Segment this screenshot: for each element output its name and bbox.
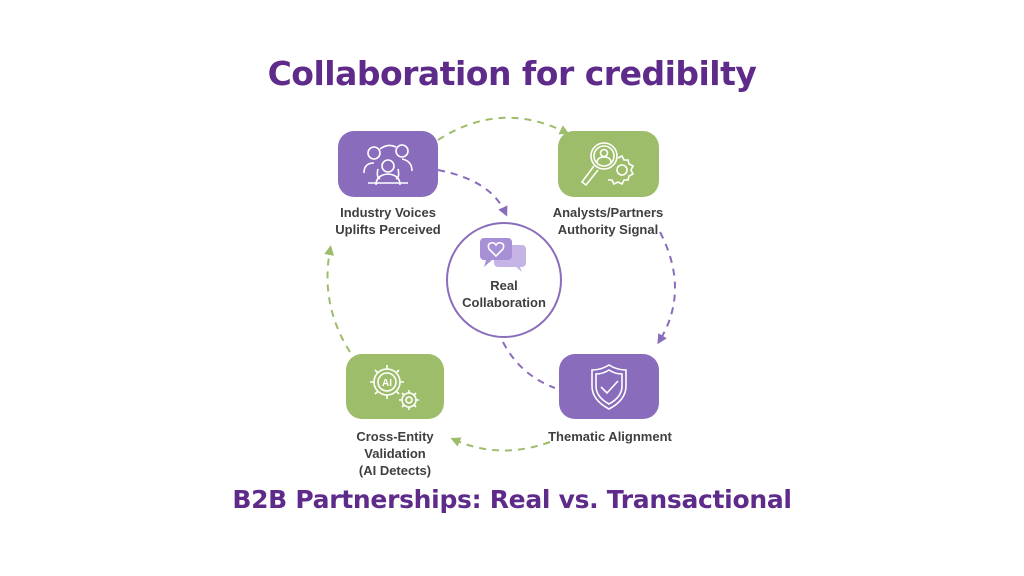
svg-text:AI: AI [382, 378, 392, 389]
analysts-partners-label: Analysts/Partners Authority Signal [552, 205, 664, 237]
search-person-gear-icon [580, 142, 634, 187]
ai-gears-icon: AI [370, 364, 419, 410]
real-collaboration-label: Real Collaboration [462, 278, 546, 310]
diagram-title: Collaboration for credibilty [267, 54, 757, 93]
thematic-alignment-tile [559, 354, 659, 419]
heart-chat-icon [480, 238, 526, 272]
arrow-industry-to-center [437, 169, 508, 217]
arrow-analysts-to-thematic [657, 231, 676, 345]
analysts-partners-tile [558, 131, 659, 197]
industry-voices-tile [338, 131, 438, 197]
thematic-alignment-label: Thematic Alignment [548, 429, 672, 444]
group-rotate-icon [363, 144, 413, 186]
arrow-crossentity-to-industry [324, 245, 351, 353]
arrow-industry-to-analysts [437, 116, 570, 141]
shield-check-icon [591, 363, 627, 410]
cross-entity-label: Cross-Entity Validation (AI Detects) [356, 429, 434, 478]
arrow-center-to-thematic [502, 341, 556, 389]
industry-voices-label: Industry Voices Uplifts Perceived [335, 205, 441, 237]
diagram-subtitle: B2B Partnerships: Real vs. Transactional [232, 485, 792, 514]
cross-entity-tile: AI [346, 354, 444, 419]
